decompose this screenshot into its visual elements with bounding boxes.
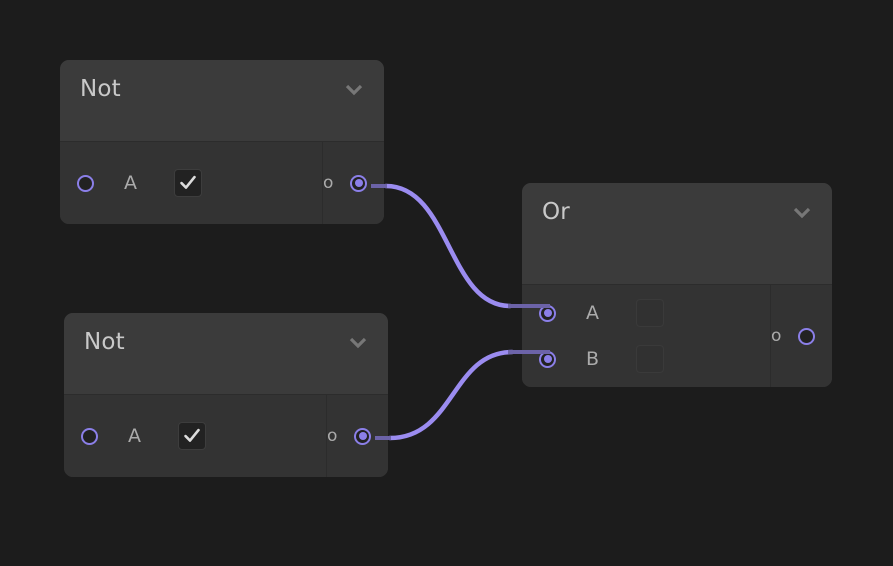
output-row-o: o [771,313,832,359]
checkbox-b[interactable] [636,345,664,373]
input-port-a[interactable] [81,427,98,445]
checkbox-a[interactable] [178,422,206,450]
input-label: A [586,302,599,324]
input-row-a: A [64,413,326,459]
node-header[interactable]: Or [522,183,832,285]
input-label: A [124,172,137,194]
chevron-down-icon[interactable] [348,331,368,349]
node-title: Or [542,199,570,225]
output-row-o: o [327,413,388,459]
checkbox-a[interactable] [636,299,664,327]
chevron-down-icon[interactable] [344,78,364,96]
checkbox-a[interactable] [174,169,202,197]
chevron-down-icon[interactable] [792,201,812,219]
input-row-a: A [522,290,770,336]
input-port-a[interactable] [77,174,94,192]
link-edge[interactable] [383,183,513,309]
output-label: o [327,426,338,446]
node-header[interactable]: Not [64,313,388,395]
node-title: Not [84,329,125,355]
node-header[interactable]: Not [60,60,384,142]
output-ports: o [771,285,832,387]
stub-or-in-b [508,350,550,354]
input-label: A [128,425,141,447]
input-ports: A [60,142,323,224]
input-row-b: B [522,336,770,382]
output-port-o[interactable] [350,174,367,192]
output-label: o [323,173,334,193]
stub-not1-out [371,184,387,188]
input-row-a: A [60,160,322,206]
output-label: o [771,326,782,346]
output-port-o[interactable] [798,327,815,345]
node-title: Not [80,76,121,102]
stub-not2-out [375,436,391,440]
link-edge[interactable] [387,349,515,441]
stub-or-in-a [508,304,550,308]
output-ports: o [323,142,384,224]
output-row-o: o [323,160,384,206]
output-port-o[interactable] [354,427,371,445]
input-label: B [586,348,600,370]
input-ports: A [64,395,327,477]
